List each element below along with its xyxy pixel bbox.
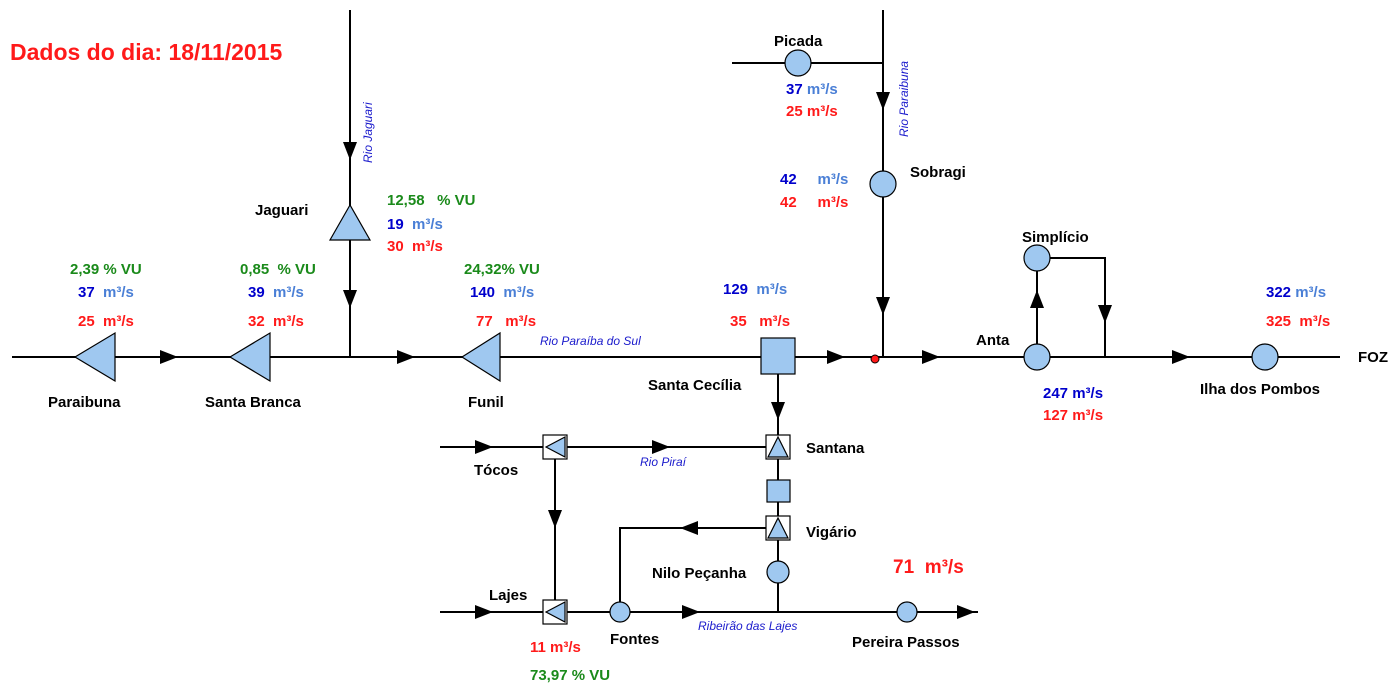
- jaguari-triangle: [328, 203, 372, 241]
- funil-name: Funil: [468, 394, 504, 411]
- arrow-right-icon: [957, 605, 975, 619]
- nilo-pecanha-circle: [766, 560, 790, 584]
- anta-circle: [1023, 343, 1051, 371]
- jaguari-vu: 12,58 % VU: [387, 192, 476, 209]
- arrow-down-icon: [343, 290, 357, 308]
- sobragi-name: Sobragi: [910, 164, 966, 181]
- arrow-up-icon: [1030, 290, 1044, 308]
- simplicio-circle: [1023, 244, 1051, 272]
- santa-branca-vu: 0,85 % VU: [240, 261, 316, 278]
- funil-flow-blue: 140 m³/s: [470, 284, 535, 301]
- tocos-triangle: [544, 436, 566, 458]
- pereira-passos-name: Pereira Passos: [852, 634, 960, 651]
- sobragi-flow-blue: 42 m³/s: [780, 171, 849, 188]
- lajes-flow-red: 11 m³/s: [530, 639, 581, 656]
- ilha-pombos-circle: [1251, 343, 1279, 371]
- flow-arrows: [160, 92, 1190, 619]
- tocos-name: Tócos: [474, 462, 519, 479]
- ribeirao-lajes-label: Ribeirão das Lajes: [698, 619, 798, 633]
- arrow-right-icon: [475, 440, 493, 454]
- rio-paraibuna-label: Rio Paraibuna: [897, 60, 911, 137]
- arrow-right-icon: [922, 350, 940, 364]
- arrow-right-icon: [652, 440, 670, 454]
- fontes-name: Fontes: [610, 631, 660, 648]
- arrow-down-icon: [343, 142, 357, 160]
- santa-cecilia-flow-blue: 129 m³/s: [723, 281, 788, 298]
- confluence-dot: [870, 354, 880, 364]
- anta-flow-red: 127 m³/s: [1043, 407, 1104, 424]
- simplicio-name: Simplício: [1022, 229, 1089, 246]
- arrow-right-icon: [397, 350, 415, 364]
- page-title: Dados do dia: 18/11/2015: [10, 39, 283, 65]
- paraibuna-name: Paraibuna: [48, 394, 121, 411]
- lajes-triangle: [544, 601, 566, 623]
- santa-branca-triangle: [228, 331, 271, 383]
- santa-branca-flow-blue: 39 m³/s: [248, 284, 304, 301]
- sobragi-circle: [869, 170, 897, 198]
- anta-flow-blue: 247 m³/s: [1043, 385, 1104, 402]
- jaguari-flow-blue: 19 m³/s: [387, 216, 443, 233]
- picada-name: Picada: [774, 33, 823, 50]
- arrow-right-icon: [827, 350, 845, 364]
- arrow-right-icon: [475, 605, 493, 619]
- arrow-down-icon: [876, 92, 890, 110]
- picada-flow-red: 25 m³/s: [786, 103, 838, 120]
- ilha-pombos-flow-blue: 322 m³/s: [1266, 284, 1327, 301]
- nilo-pecanha-name: Nilo Peçanha: [652, 565, 747, 582]
- arrow-down-icon: [876, 297, 890, 315]
- sobragi-flow-red: 42 m³/s: [780, 194, 849, 211]
- paraibuna-triangle: [73, 331, 116, 383]
- picada-circle: [784, 49, 812, 77]
- lajes-name: Lajes: [489, 587, 528, 604]
- ilha-pombos-flow-red: 325 m³/s: [1266, 313, 1331, 330]
- picada-flow-blue: 37 m³/s: [786, 81, 838, 98]
- santa-cecilia-name: Santa Cecília: [648, 377, 742, 394]
- jaguari-flow-red: 30 m³/s: [387, 238, 443, 255]
- jaguari-name: Jaguari: [255, 202, 309, 219]
- arrow-right-icon: [1172, 350, 1190, 364]
- rio-jaguari-label: Rio Jaguari: [361, 102, 375, 163]
- funil-flow-red: 77 m³/s: [476, 313, 537, 330]
- arrow-right-icon: [160, 350, 178, 364]
- simplicio-loop-line: [1036, 257, 1106, 357]
- rio-paraiba-label: Rio Paraíba do Sul: [540, 334, 641, 348]
- santa-cecilia-flow-red: 35 m³/s: [730, 313, 791, 330]
- santana-name: Santana: [806, 440, 865, 457]
- santana-vigario-square: [766, 479, 791, 503]
- arrow-right-icon: [682, 605, 700, 619]
- vigario-name: Vigário: [806, 524, 857, 541]
- santa-branca-name: Santa Branca: [205, 394, 301, 411]
- lajes-vu: 73,97 % VU: [530, 667, 611, 684]
- funil-triangle: [460, 331, 501, 383]
- pereira-passos-circle: [896, 601, 918, 623]
- funil-vu: 24,32% VU: [464, 261, 540, 278]
- paraibuna-flow-blue: 37 m³/s: [78, 284, 134, 301]
- arrow-down-icon: [771, 402, 785, 420]
- arrow-down-icon: [1098, 305, 1112, 323]
- fontes-circle: [609, 601, 631, 623]
- rio-pirai-label: Rio Piraí: [640, 455, 687, 469]
- santa-branca-flow-red: 32 m³/s: [248, 313, 304, 330]
- arrow-down-icon: [548, 510, 562, 528]
- paraibuna-flow-red: 25 m³/s: [78, 313, 134, 330]
- santa-cecilia-square: [760, 337, 796, 375]
- arrow-left-icon: [680, 521, 698, 535]
- santana-triangle: [767, 435, 789, 458]
- pereira-passos-flow: 71 m³/s: [893, 557, 964, 578]
- vigario-triangle: [767, 516, 789, 539]
- paraibuna-vu: 2,39 % VU: [70, 261, 142, 278]
- foz-name: FOZ: [1358, 349, 1388, 366]
- vigario-fontes-line: [619, 527, 778, 612]
- anta-name: Anta: [976, 332, 1010, 349]
- ilha-pombos-name: Ilha dos Pombos: [1200, 381, 1321, 398]
